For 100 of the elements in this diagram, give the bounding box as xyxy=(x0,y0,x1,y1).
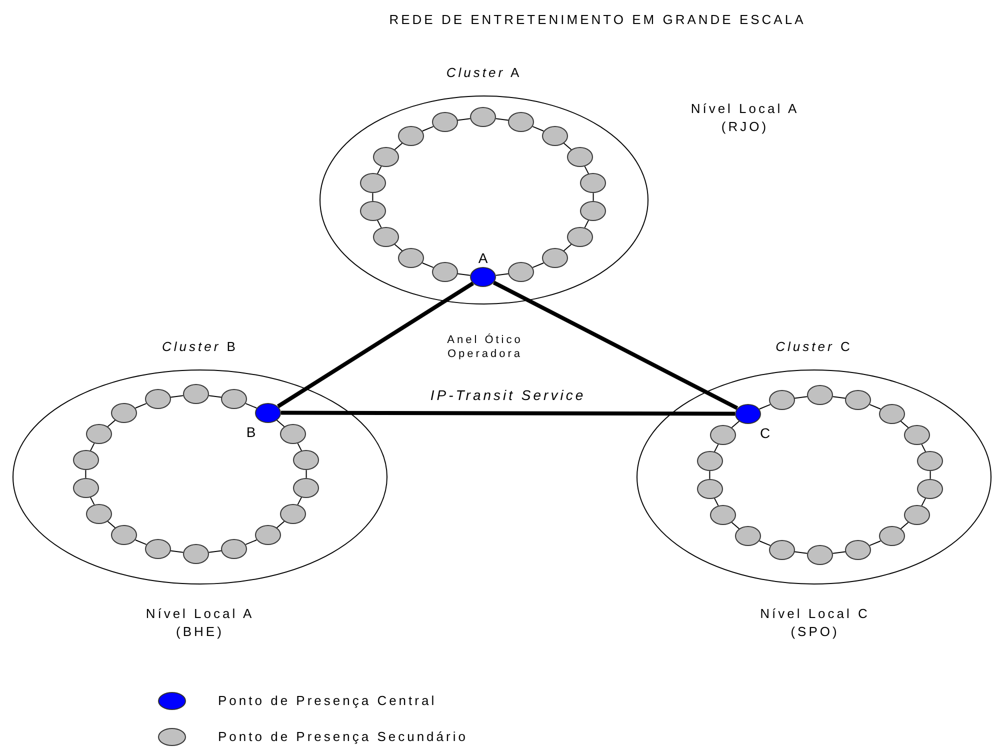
secondary-node xyxy=(254,525,281,546)
secondary-node xyxy=(221,539,248,560)
region-label: Nível Local C (SPO) xyxy=(759,605,871,641)
secondary-node xyxy=(768,390,795,410)
secondary-node xyxy=(86,504,112,524)
secondary-node xyxy=(280,504,306,524)
cluster-heading: Cluster C xyxy=(774,339,854,354)
ring-link xyxy=(714,498,719,506)
edge-label: IP-Transit Service xyxy=(429,387,587,404)
ring-link xyxy=(832,551,846,554)
ring-link xyxy=(900,522,909,530)
secondary-node xyxy=(735,526,761,546)
secondary-node xyxy=(373,227,399,247)
ring-link xyxy=(297,496,302,506)
ring-link xyxy=(794,396,808,399)
ring-link xyxy=(245,540,258,545)
ring-link xyxy=(208,550,222,553)
secondary-node xyxy=(432,262,458,282)
ring-link xyxy=(422,126,434,132)
cluster-heading: Cluster A xyxy=(445,65,523,80)
ring-link xyxy=(794,551,808,554)
secondary-node xyxy=(360,173,386,194)
ring-link xyxy=(921,444,926,452)
secondary-node xyxy=(878,526,905,546)
ring-link xyxy=(563,142,572,150)
ring-link xyxy=(592,192,594,202)
ring-link xyxy=(495,273,509,276)
secondary-node xyxy=(398,248,424,268)
ring-link xyxy=(134,540,147,545)
diagram-title: REDE DE ENTRETENIMENTO EM GRANDE ESCALA xyxy=(388,12,807,27)
cluster-heading: Cluster B xyxy=(161,339,239,354)
secondary-node xyxy=(710,505,736,525)
ring-link xyxy=(457,273,471,276)
secondary-node xyxy=(293,478,320,498)
ring-link xyxy=(532,262,544,268)
secondary-node xyxy=(221,388,248,409)
ring-link xyxy=(869,404,882,410)
ring-link xyxy=(869,540,882,546)
ring-link xyxy=(170,550,184,553)
secondary-node xyxy=(566,227,593,247)
ring-link xyxy=(107,520,116,528)
secondary-node xyxy=(917,478,944,499)
link-line xyxy=(280,410,736,416)
ring-link xyxy=(709,470,710,480)
secondary-node xyxy=(72,450,99,470)
secondary-node xyxy=(878,404,905,424)
legend-label: Ponto de Presença Secundário xyxy=(218,729,468,744)
secondary-node xyxy=(768,540,795,560)
secondary-node xyxy=(432,112,458,132)
ring-link xyxy=(731,420,740,428)
ring-link xyxy=(90,496,95,506)
ring-link xyxy=(170,395,184,398)
secondary-node xyxy=(398,126,424,146)
secondary-node xyxy=(542,248,568,268)
region-label: Nível Local A (BHE) xyxy=(144,605,256,641)
ring-link xyxy=(376,220,382,228)
legend-label: Ponto de Presença Central xyxy=(218,693,437,708)
ring-link xyxy=(394,142,403,150)
secondary-node xyxy=(144,388,171,409)
ring-caption: Anel Ótico Operadora xyxy=(446,333,524,361)
secondary-node xyxy=(580,173,606,194)
secondary-node xyxy=(144,539,171,560)
secondary-node xyxy=(904,505,930,525)
ring-link xyxy=(245,403,258,408)
secondary-node xyxy=(183,384,209,404)
ring-link xyxy=(563,244,572,252)
secondary-node xyxy=(111,402,137,423)
ring-link xyxy=(532,126,544,132)
ring-link xyxy=(832,396,846,399)
ring-link xyxy=(422,262,434,268)
ring-link xyxy=(134,403,147,408)
secondary-node xyxy=(373,147,399,167)
ring-link xyxy=(394,244,403,252)
secondary-node xyxy=(508,262,534,282)
ring-link xyxy=(758,404,771,410)
ring-link xyxy=(900,420,909,428)
ring-link xyxy=(85,470,86,478)
secondary-node xyxy=(470,107,496,127)
ring-link xyxy=(90,442,95,452)
ring-link xyxy=(306,470,307,478)
secondary-node xyxy=(183,544,209,564)
ring-link xyxy=(107,420,116,428)
secondary-node xyxy=(580,200,606,221)
ring-link xyxy=(376,166,382,174)
ring-link xyxy=(930,470,931,480)
secondary-node xyxy=(72,478,99,498)
secondary-node xyxy=(710,425,736,445)
ring-link xyxy=(297,442,302,452)
ring-link xyxy=(457,118,471,121)
secondary-node xyxy=(845,390,872,410)
ring-link xyxy=(495,118,509,121)
ring-link xyxy=(714,444,719,452)
link-line xyxy=(276,282,474,408)
secondary-node xyxy=(696,451,723,472)
ring-link xyxy=(584,220,590,228)
secondary-node xyxy=(508,112,534,132)
node-label: B xyxy=(245,422,257,441)
secondary-node xyxy=(566,147,593,167)
secondary-node xyxy=(360,200,386,221)
ring-link xyxy=(758,540,771,546)
